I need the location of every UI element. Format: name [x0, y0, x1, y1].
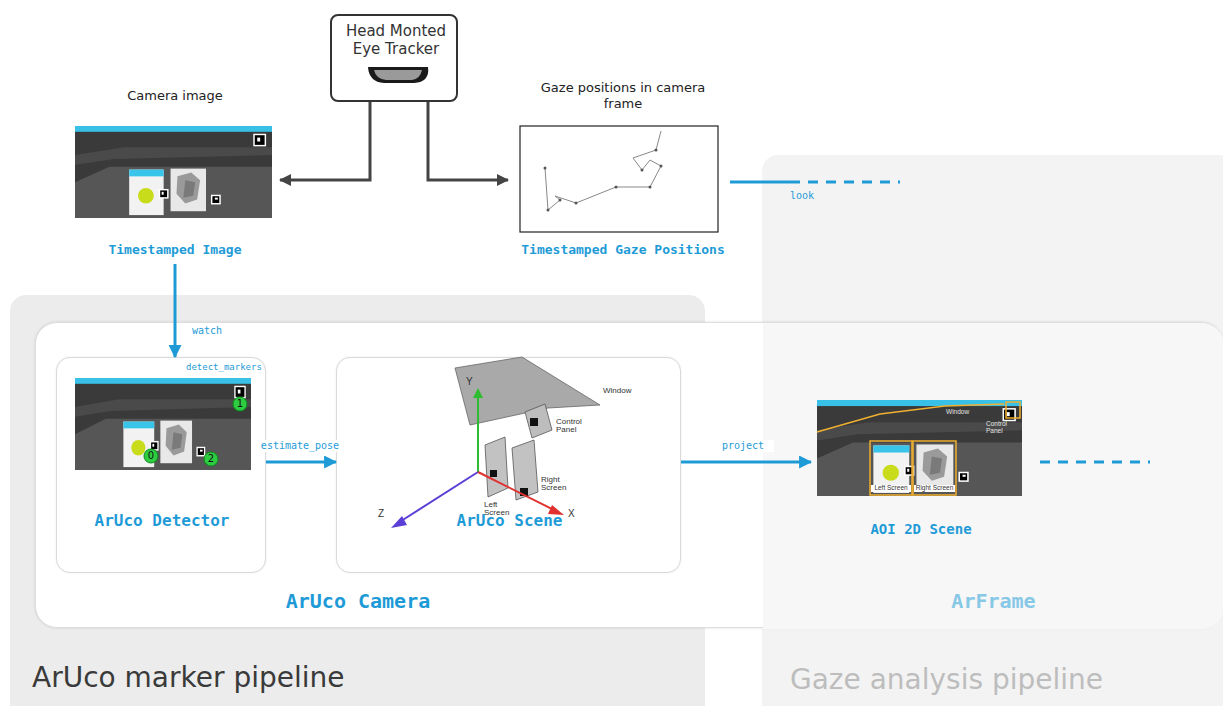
label-text: Window: [603, 387, 643, 395]
node-text: Timestamped Image: [70, 242, 280, 258]
node-text: ArFrame: [763, 589, 1223, 613]
label-text: Left Screen: [484, 501, 512, 518]
camera-thumbnail: [75, 126, 272, 218]
arrow-connector: [428, 102, 508, 180]
arrow-connector: [280, 102, 370, 180]
device-box: Head Monted Eye Tracker: [330, 14, 458, 102]
arrow-connector: [681, 461, 811, 464]
gaze-plot: [520, 126, 718, 232]
continue-dashes: [1040, 461, 1150, 464]
label-text: Window: [946, 409, 980, 416]
node-text: Camera image: [70, 88, 280, 104]
label-text: Left Screen: [871, 485, 911, 492]
glasses-icon: [350, 64, 428, 83]
detector-thumbnail: [75, 378, 251, 470]
node-text: Timestamped Gaze Positions: [508, 242, 738, 258]
node-text: ArUco Detector: [57, 511, 267, 530]
node-text: ArUco marker pipeline: [32, 661, 672, 695]
node-text: AOI 2D Scene: [811, 521, 1031, 538]
aoi-outlines: [817, 402, 1020, 495]
edge-label: estimate_pose: [258, 440, 342, 452]
label-text: Right Screen: [914, 485, 955, 492]
node-text: ArUco Scene: [337, 511, 682, 530]
scene-illustration: [391, 357, 600, 528]
callout-number: 2: [204, 452, 218, 466]
label-text: look: [790, 190, 830, 202]
node-text: Gaze positions in camera frame: [538, 80, 708, 111]
label-text: X: [568, 508, 578, 520]
label-text: Control Panel: [986, 421, 1016, 435]
node-text: ArUco Camera: [208, 589, 508, 613]
callout-number: 1: [233, 397, 247, 411]
node-text: Gaze analysis pipeline: [790, 663, 1215, 697]
label-text: detect_markers: [186, 362, 270, 373]
label-text: Z: [378, 508, 388, 520]
label-text: Control Panel: [556, 418, 592, 435]
aoi-thumbnail: [817, 400, 1022, 496]
callout-number: 0: [144, 449, 158, 463]
label-text: Right Screen: [541, 476, 573, 493]
arrow-connector: [266, 461, 336, 464]
look-dashes: [808, 181, 900, 184]
node-text: Head Monted Eye Tracker: [336, 22, 456, 58]
arrow-connector: [174, 264, 177, 357]
label-text: Y: [466, 376, 476, 388]
look-line: [730, 181, 800, 184]
edge-label: watch: [184, 325, 230, 337]
marker-circles: [144, 397, 247, 466]
edge-label: project: [712, 440, 774, 452]
